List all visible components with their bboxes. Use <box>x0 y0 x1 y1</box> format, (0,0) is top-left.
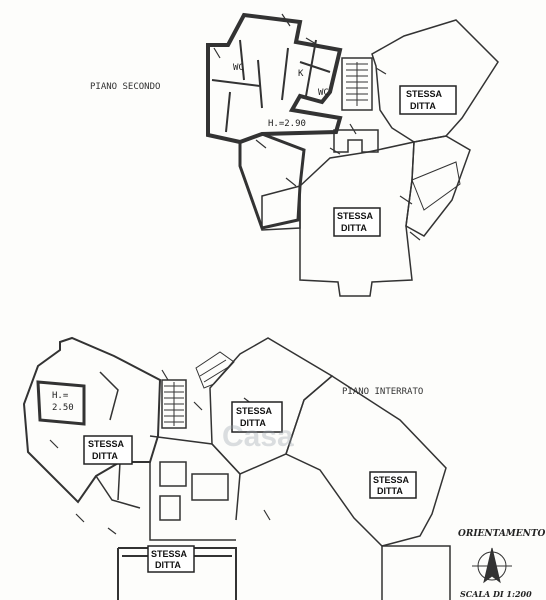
apartment-right-outline <box>371 19 499 143</box>
room-label-wc-2: WC <box>318 88 329 98</box>
basement-corridor <box>149 435 241 541</box>
basement-left-inner <box>95 371 141 509</box>
watermark-logo: Casa <box>222 420 294 453</box>
label-orientamento: ORIENTAMENTO <box>458 529 546 539</box>
label-scala: SCALA DI 1:200 <box>460 589 532 599</box>
room-label-height-top: H.=2.90 <box>268 119 306 129</box>
svg-text:STESSA: STESSA <box>151 549 188 559</box>
room-label-k: K <box>298 69 304 79</box>
label-piano-interrato: PIANO INTERRATO <box>342 387 423 397</box>
stair-landing-top <box>333 129 379 153</box>
north-arrow-icon <box>472 547 512 584</box>
apartment-center-outline <box>299 141 415 297</box>
stamp-stessa-ditta-2: STESSA DITTA <box>333 207 381 237</box>
apartment-left-wing <box>238 132 306 230</box>
door-marks-top <box>213 13 421 241</box>
svg-text:STESSA: STESSA <box>236 406 273 416</box>
room-label-height-bottom-2: 2.50 <box>52 403 74 413</box>
stamp-stessa-ditta-1: STESSA DITTA <box>399 85 457 115</box>
svg-text:DITTA: DITTA <box>410 101 436 111</box>
stair-core-top <box>341 57 373 111</box>
svg-text:DITTA: DITTA <box>92 451 118 461</box>
stamp-stessa-ditta-3: STESSA DITTA <box>231 401 283 433</box>
svg-text:DITTA: DITTA <box>341 223 367 233</box>
door-marks-bottom <box>49 369 271 535</box>
basement-right-bottom-block <box>381 545 451 600</box>
svg-text:STESSA: STESSA <box>406 89 443 99</box>
svg-text:DITTA: DITTA <box>155 560 181 570</box>
apartment-left-walls <box>206 12 343 145</box>
room-label-wc-1: WC <box>233 63 244 73</box>
room-label-height-bottom-1: H.= <box>52 391 69 401</box>
stair-treads-top <box>346 62 368 106</box>
basement-left-room-h250 <box>36 380 86 426</box>
stair-core-bottom <box>161 379 187 429</box>
plan-piano-interrato <box>22 336 451 600</box>
basement-small-rooms <box>159 461 229 521</box>
label-piano-secondo: PIANO SECONDO <box>90 82 160 92</box>
stamp-stessa-ditta-5: STESSA DITTA <box>369 471 417 499</box>
basement-right-lower <box>285 375 447 547</box>
svg-text:DITTA: DITTA <box>377 486 403 496</box>
basement-left-outline <box>22 336 162 504</box>
apartment-left-inner-walls <box>211 39 331 133</box>
stamp-stessa-ditta-4: STESSA DITTA <box>83 435 133 465</box>
apartment-right-bay <box>411 161 461 211</box>
stair-treads-bottom <box>164 382 184 426</box>
svg-text:STESSA: STESSA <box>88 439 125 449</box>
plan-piano-secondo <box>206 12 499 297</box>
svg-text:STESSA: STESSA <box>337 211 374 221</box>
stamp-stessa-ditta-6: STESSA DITTA <box>147 545 195 573</box>
svg-text:STESSA: STESSA <box>373 475 410 485</box>
apartment-right-lower <box>405 135 471 237</box>
svg-text:DITTA: DITTA <box>240 418 266 428</box>
